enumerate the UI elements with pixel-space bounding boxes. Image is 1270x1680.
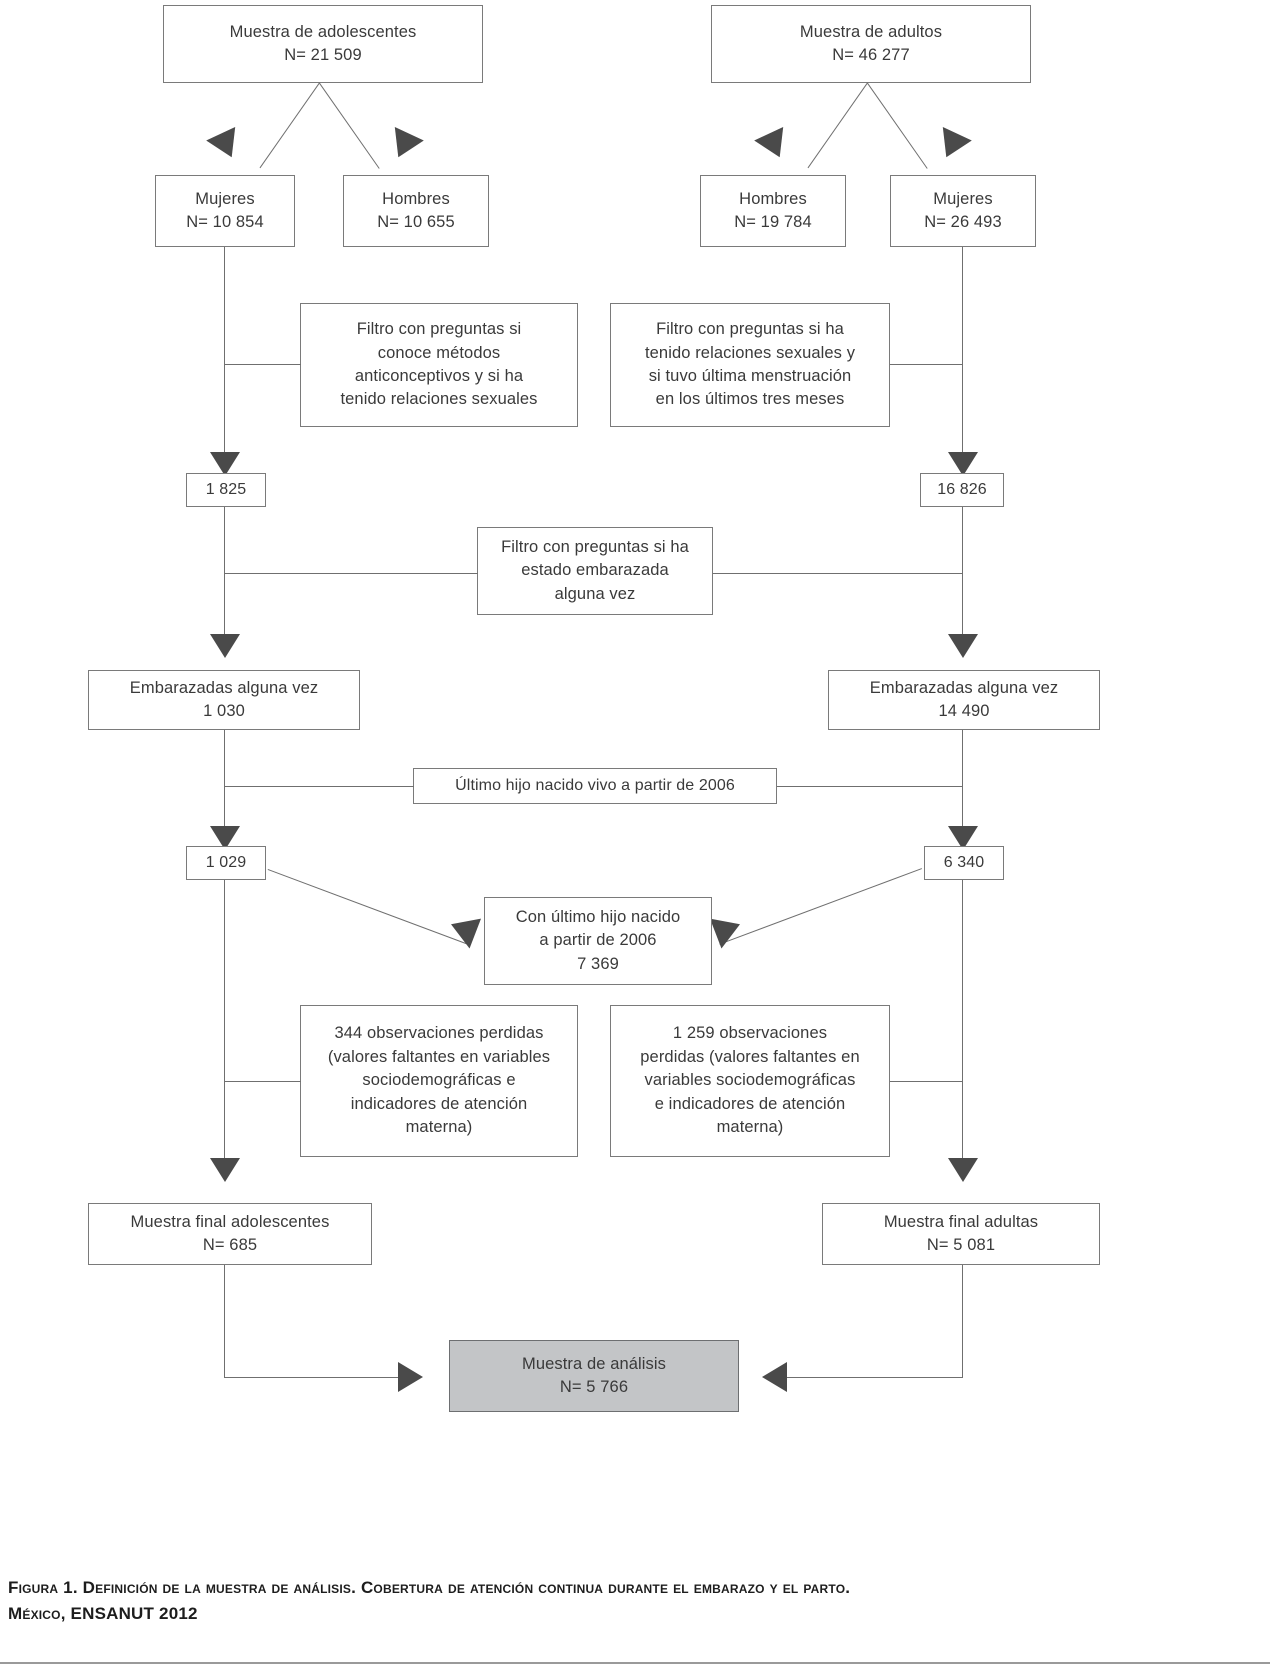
- connector-final-adult-across: [786, 1377, 963, 1379]
- arrowhead-adult-men: [754, 126, 795, 165]
- connector-last-child-right: [777, 786, 963, 788]
- arrowhead-merge-left: [445, 909, 482, 949]
- figure-caption: Figura 1. Definición de la muestra de an…: [8, 1575, 1258, 1628]
- connector-merge-from-adult: [719, 867, 922, 945]
- node-count-adult-2: 6 340: [924, 846, 1004, 880]
- node-count-adult-1: 16 826: [920, 473, 1004, 507]
- connector-adult-split-left: [807, 82, 868, 169]
- connector-filter-adolescent-link: [224, 364, 301, 366]
- connector-adolescent-trunk-2: [224, 507, 226, 649]
- connector-adolescent-split-left: [259, 82, 320, 169]
- arrowhead-count-adolescent-1: [210, 452, 240, 476]
- arrowhead-pregnant-adult: [948, 634, 978, 658]
- arrowhead-count-adult-1: [948, 452, 978, 476]
- connector-adolescent-split-right: [318, 83, 380, 169]
- node-filter-pregnant: Filtro con preguntas si ha estado embara…: [477, 527, 713, 615]
- arrowhead-analysis-right: [762, 1362, 787, 1392]
- node-lost-adolescent: 344 observaciones perdidas (valores falt…: [300, 1005, 578, 1157]
- caption-line-2: México, ENSANUT 2012: [8, 1604, 198, 1624]
- node-adult-women: Mujeres N= 26 493: [890, 175, 1036, 247]
- node-filter-last-child: Último hijo nacido vivo a partir de 2006: [413, 768, 777, 804]
- node-adult-men: Hombres N= 19 784: [700, 175, 846, 247]
- connector-adolescent-trunk-1: [224, 247, 226, 467]
- connector-final-adolescent-across: [224, 1377, 400, 1379]
- node-analysis-sample: Muestra de análisis N= 5 766: [449, 1340, 739, 1412]
- footer-divider: [0, 1662, 1270, 1664]
- connector-adolescent-trunk-4: [224, 880, 226, 1170]
- connector-final-adolescent-down: [224, 1265, 226, 1378]
- arrowhead-final-adolescent: [210, 1158, 240, 1182]
- node-adolescent-women: Mujeres N= 10 854: [155, 175, 295, 247]
- arrowhead-adult-women: [931, 126, 972, 165]
- connector-merge-from-adolescent: [267, 869, 471, 946]
- node-filter-adult: Filtro con preguntas si ha tenido relaci…: [610, 303, 890, 427]
- connector-adult-split-right: [866, 83, 928, 169]
- arrowhead-analysis-left: [398, 1362, 423, 1392]
- arrowhead-final-adult: [948, 1158, 978, 1182]
- connector-adult-trunk-4: [962, 880, 964, 1170]
- caption-line-1: Figura 1. Definición de la muestra de an…: [8, 1578, 851, 1597]
- node-pregnant-adult: Embarazadas alguna vez 14 490: [828, 670, 1100, 730]
- connector-adult-trunk-1: [962, 247, 964, 467]
- node-adolescent-men: Hombres N= 10 655: [343, 175, 489, 247]
- connector-adult-trunk-2: [962, 507, 964, 649]
- node-final-adolescent: Muestra final adolescentes N= 685: [88, 1203, 372, 1265]
- node-last-child-total: Con último hijo nacido a partir de 2006 …: [484, 897, 712, 985]
- node-lost-adult: 1 259 observaciones perdidas (valores fa…: [610, 1005, 890, 1157]
- connector-lost-adolescent-link: [224, 1081, 301, 1083]
- arrowhead-merge-right: [709, 909, 746, 949]
- arrowhead-adolescent-women: [206, 126, 247, 165]
- node-filter-adolescent: Filtro con preguntas si conoce métodos a…: [300, 303, 578, 427]
- connector-lost-adult-link: [890, 1081, 963, 1083]
- node-count-adolescent-1: 1 825: [186, 473, 266, 507]
- connector-last-child-left: [224, 786, 414, 788]
- node-count-adolescent-2: 1 029: [186, 846, 266, 880]
- arrowhead-pregnant-adolescent: [210, 634, 240, 658]
- arrowhead-adolescent-men: [383, 126, 424, 165]
- node-adult-sample: Muestra de adultos N= 46 277: [711, 5, 1031, 83]
- connector-filter-pregnant-right: [713, 573, 963, 575]
- node-pregnant-adolescent: Embarazadas alguna vez 1 030: [88, 670, 360, 730]
- node-final-adult: Muestra final adultas N= 5 081: [822, 1203, 1100, 1265]
- connector-filter-pregnant-left: [224, 573, 478, 575]
- node-adolescent-sample: Muestra de adolescentes N= 21 509: [163, 5, 483, 83]
- connector-filter-adult-link: [890, 364, 963, 366]
- connector-final-adult-down: [962, 1265, 964, 1378]
